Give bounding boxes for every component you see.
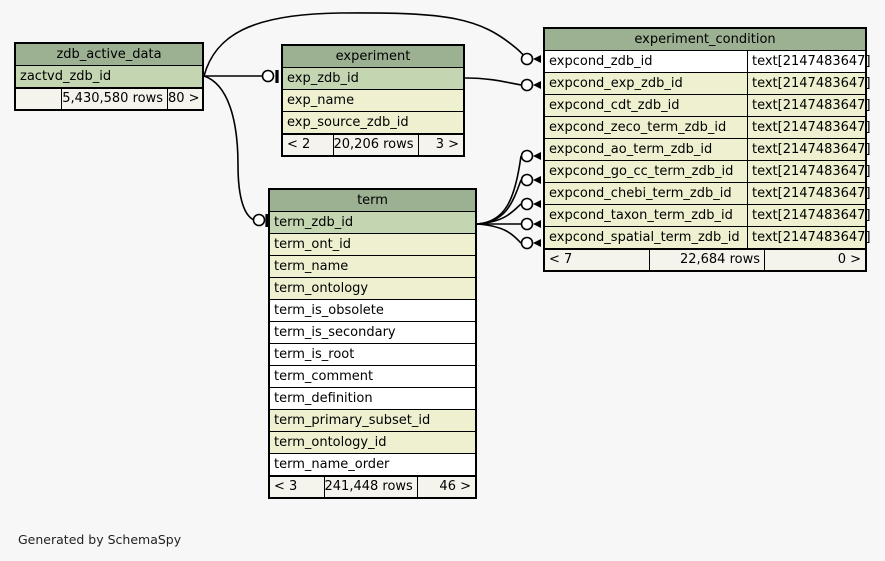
footer-row-count: 22,684 rows bbox=[649, 250, 765, 270]
column-type: text[2147483647] bbox=[747, 183, 871, 204]
table-row[interactable]: term_is_secondary bbox=[270, 322, 475, 344]
table-footer: < 2 20,206 rows 3 > bbox=[283, 134, 463, 155]
footer-outgoing-count: 46 > bbox=[439, 479, 471, 494]
table-row[interactable]: term_ont_id bbox=[270, 234, 475, 256]
column-name: zactvd_zdb_id bbox=[20, 69, 112, 84]
column-name: term_ont_id bbox=[274, 237, 352, 252]
table-row[interactable]: zactvd_zdb_id bbox=[16, 66, 202, 88]
footer-outgoing-count: 80 > bbox=[168, 91, 200, 106]
table-row[interactable]: expcond_cdt_zdb_id text[2147483647] bbox=[545, 95, 871, 117]
column-name: exp_source_zdb_id bbox=[287, 115, 409, 130]
table-experiment[interactable]: experiment exp_zdb_id exp_name exp_sourc… bbox=[281, 44, 465, 157]
footer-outgoing-count: 0 > bbox=[837, 252, 861, 267]
table-row[interactable]: term_ontology_id bbox=[270, 432, 475, 454]
table-row[interactable]: expcond_zdb_id text[2147483647] bbox=[545, 51, 871, 73]
table-row[interactable]: expcond_go_cc_term_zdb_id text[214748364… bbox=[545, 161, 871, 183]
table-row[interactable]: expcond_spatial_term_zdb_id text[2147483… bbox=[545, 227, 871, 249]
edge-term-to-expcond-spatial bbox=[476, 223, 522, 244]
footer-incoming-count: < 7 bbox=[549, 252, 573, 267]
column-name: exp_name bbox=[287, 93, 355, 108]
column-type: text[2147483647] bbox=[747, 51, 871, 72]
column-name: term_is_root bbox=[274, 347, 355, 362]
column-type: text[2147483647] bbox=[747, 227, 871, 248]
edge-term-to-expcond-ao bbox=[476, 155, 522, 225]
column-name: expcond_zeco_term_zdb_id bbox=[549, 120, 727, 135]
column-name: term_comment bbox=[274, 369, 374, 384]
column-name: expcond_go_cc_term_zdb_id bbox=[549, 164, 734, 179]
table-row[interactable]: expcond_exp_zdb_id text[2147483647] bbox=[545, 73, 871, 95]
table-row[interactable]: exp_source_zdb_id bbox=[283, 112, 463, 134]
column-name: expcond_ao_term_zdb_id bbox=[549, 142, 713, 157]
footer-incoming-count: < 3 bbox=[274, 479, 298, 494]
table-title: experiment bbox=[283, 46, 463, 68]
column-type: text[2147483647] bbox=[747, 139, 871, 160]
table-row[interactable]: exp_zdb_id bbox=[283, 68, 463, 90]
table-footer: < 3 241,448 rows 46 > bbox=[270, 476, 475, 497]
table-row[interactable]: term_is_obsolete bbox=[270, 300, 475, 322]
footer-row-count: 20,206 rows bbox=[332, 135, 419, 155]
column-type: text[2147483647] bbox=[747, 205, 871, 226]
column-type: text[2147483647] bbox=[747, 117, 871, 138]
table-row[interactable]: term_ontology bbox=[270, 278, 475, 300]
column-name: term_name bbox=[274, 259, 349, 274]
table-row[interactable]: term_primary_subset_id bbox=[270, 410, 475, 432]
column-name: exp_zdb_id bbox=[287, 71, 359, 86]
table-zdb-active-data[interactable]: zdb_active_data zactvd_zdb_id 5,430,580 … bbox=[14, 42, 204, 111]
edge-arrowheads bbox=[533, 55, 541, 247]
table-row[interactable]: term_is_root bbox=[270, 344, 475, 366]
column-name: expcond_spatial_term_zdb_id bbox=[549, 230, 740, 245]
table-row[interactable]: term_definition bbox=[270, 388, 475, 410]
column-type: text[2147483647] bbox=[747, 95, 871, 116]
column-name: expcond_taxon_term_zdb_id bbox=[549, 208, 733, 223]
table-row[interactable]: term_zdb_id bbox=[270, 212, 475, 234]
column-type: text[2147483647] bbox=[747, 73, 871, 94]
table-term[interactable]: term term_zdb_id term_ont_id term_name t… bbox=[268, 188, 477, 499]
column-type: text[2147483647] bbox=[747, 161, 871, 182]
table-row[interactable]: term_comment bbox=[270, 366, 475, 388]
generated-by-footnote: Generated by SchemaSpy bbox=[18, 532, 182, 547]
table-footer: 5,430,580 rows 80 > bbox=[16, 88, 202, 109]
column-name: expcond_cdt_zdb_id bbox=[549, 98, 680, 113]
table-row[interactable]: expcond_chebi_term_zdb_id text[214748364… bbox=[545, 183, 871, 205]
column-name: term_name_order bbox=[274, 457, 390, 472]
column-name: expcond_exp_zdb_id bbox=[549, 76, 683, 91]
table-title: term bbox=[270, 190, 475, 212]
edge-term-to-expcond-gocc bbox=[476, 179, 522, 225]
column-name: term_is_secondary bbox=[274, 325, 396, 340]
table-row[interactable]: expcond_zeco_term_zdb_id text[2147483647… bbox=[545, 117, 871, 139]
table-footer: < 7 22,684 rows 0 > bbox=[545, 249, 865, 270]
edge-term-to-expcond-chebi bbox=[476, 203, 522, 225]
footer-row-count: 5,430,580 rows bbox=[61, 89, 168, 109]
table-row[interactable]: exp_name bbox=[283, 90, 463, 112]
column-name: term_ontology bbox=[274, 281, 369, 296]
column-name: expcond_zdb_id bbox=[549, 54, 653, 69]
column-name: expcond_chebi_term_zdb_id bbox=[549, 186, 732, 201]
column-name: term_ontology_id bbox=[274, 435, 387, 450]
column-name: term_zdb_id bbox=[274, 215, 354, 230]
column-name: term_is_obsolete bbox=[274, 303, 384, 318]
table-row[interactable]: expcond_taxon_term_zdb_id text[214748364… bbox=[545, 205, 871, 227]
column-name: term_primary_subset_id bbox=[274, 413, 431, 428]
table-title: zdb_active_data bbox=[16, 44, 202, 66]
footer-incoming-count bbox=[16, 89, 61, 109]
table-title: experiment_condition bbox=[545, 29, 865, 51]
edge-zdb-to-term bbox=[203, 75, 255, 221]
table-experiment-condition[interactable]: experiment_condition expcond_zdb_id text… bbox=[543, 27, 871, 272]
footer-incoming-count: < 2 bbox=[287, 137, 311, 152]
footer-outgoing-count: 3 > bbox=[435, 137, 459, 152]
column-name: term_definition bbox=[274, 391, 373, 406]
edge-experiment-to-expcond-exp bbox=[464, 77, 522, 86]
table-row[interactable]: term_name_order bbox=[270, 454, 475, 476]
table-row[interactable]: expcond_ao_term_zdb_id text[2147483647] bbox=[545, 139, 871, 161]
footer-row-count: 241,448 rows bbox=[323, 477, 418, 497]
table-row[interactable]: term_name bbox=[270, 256, 475, 278]
